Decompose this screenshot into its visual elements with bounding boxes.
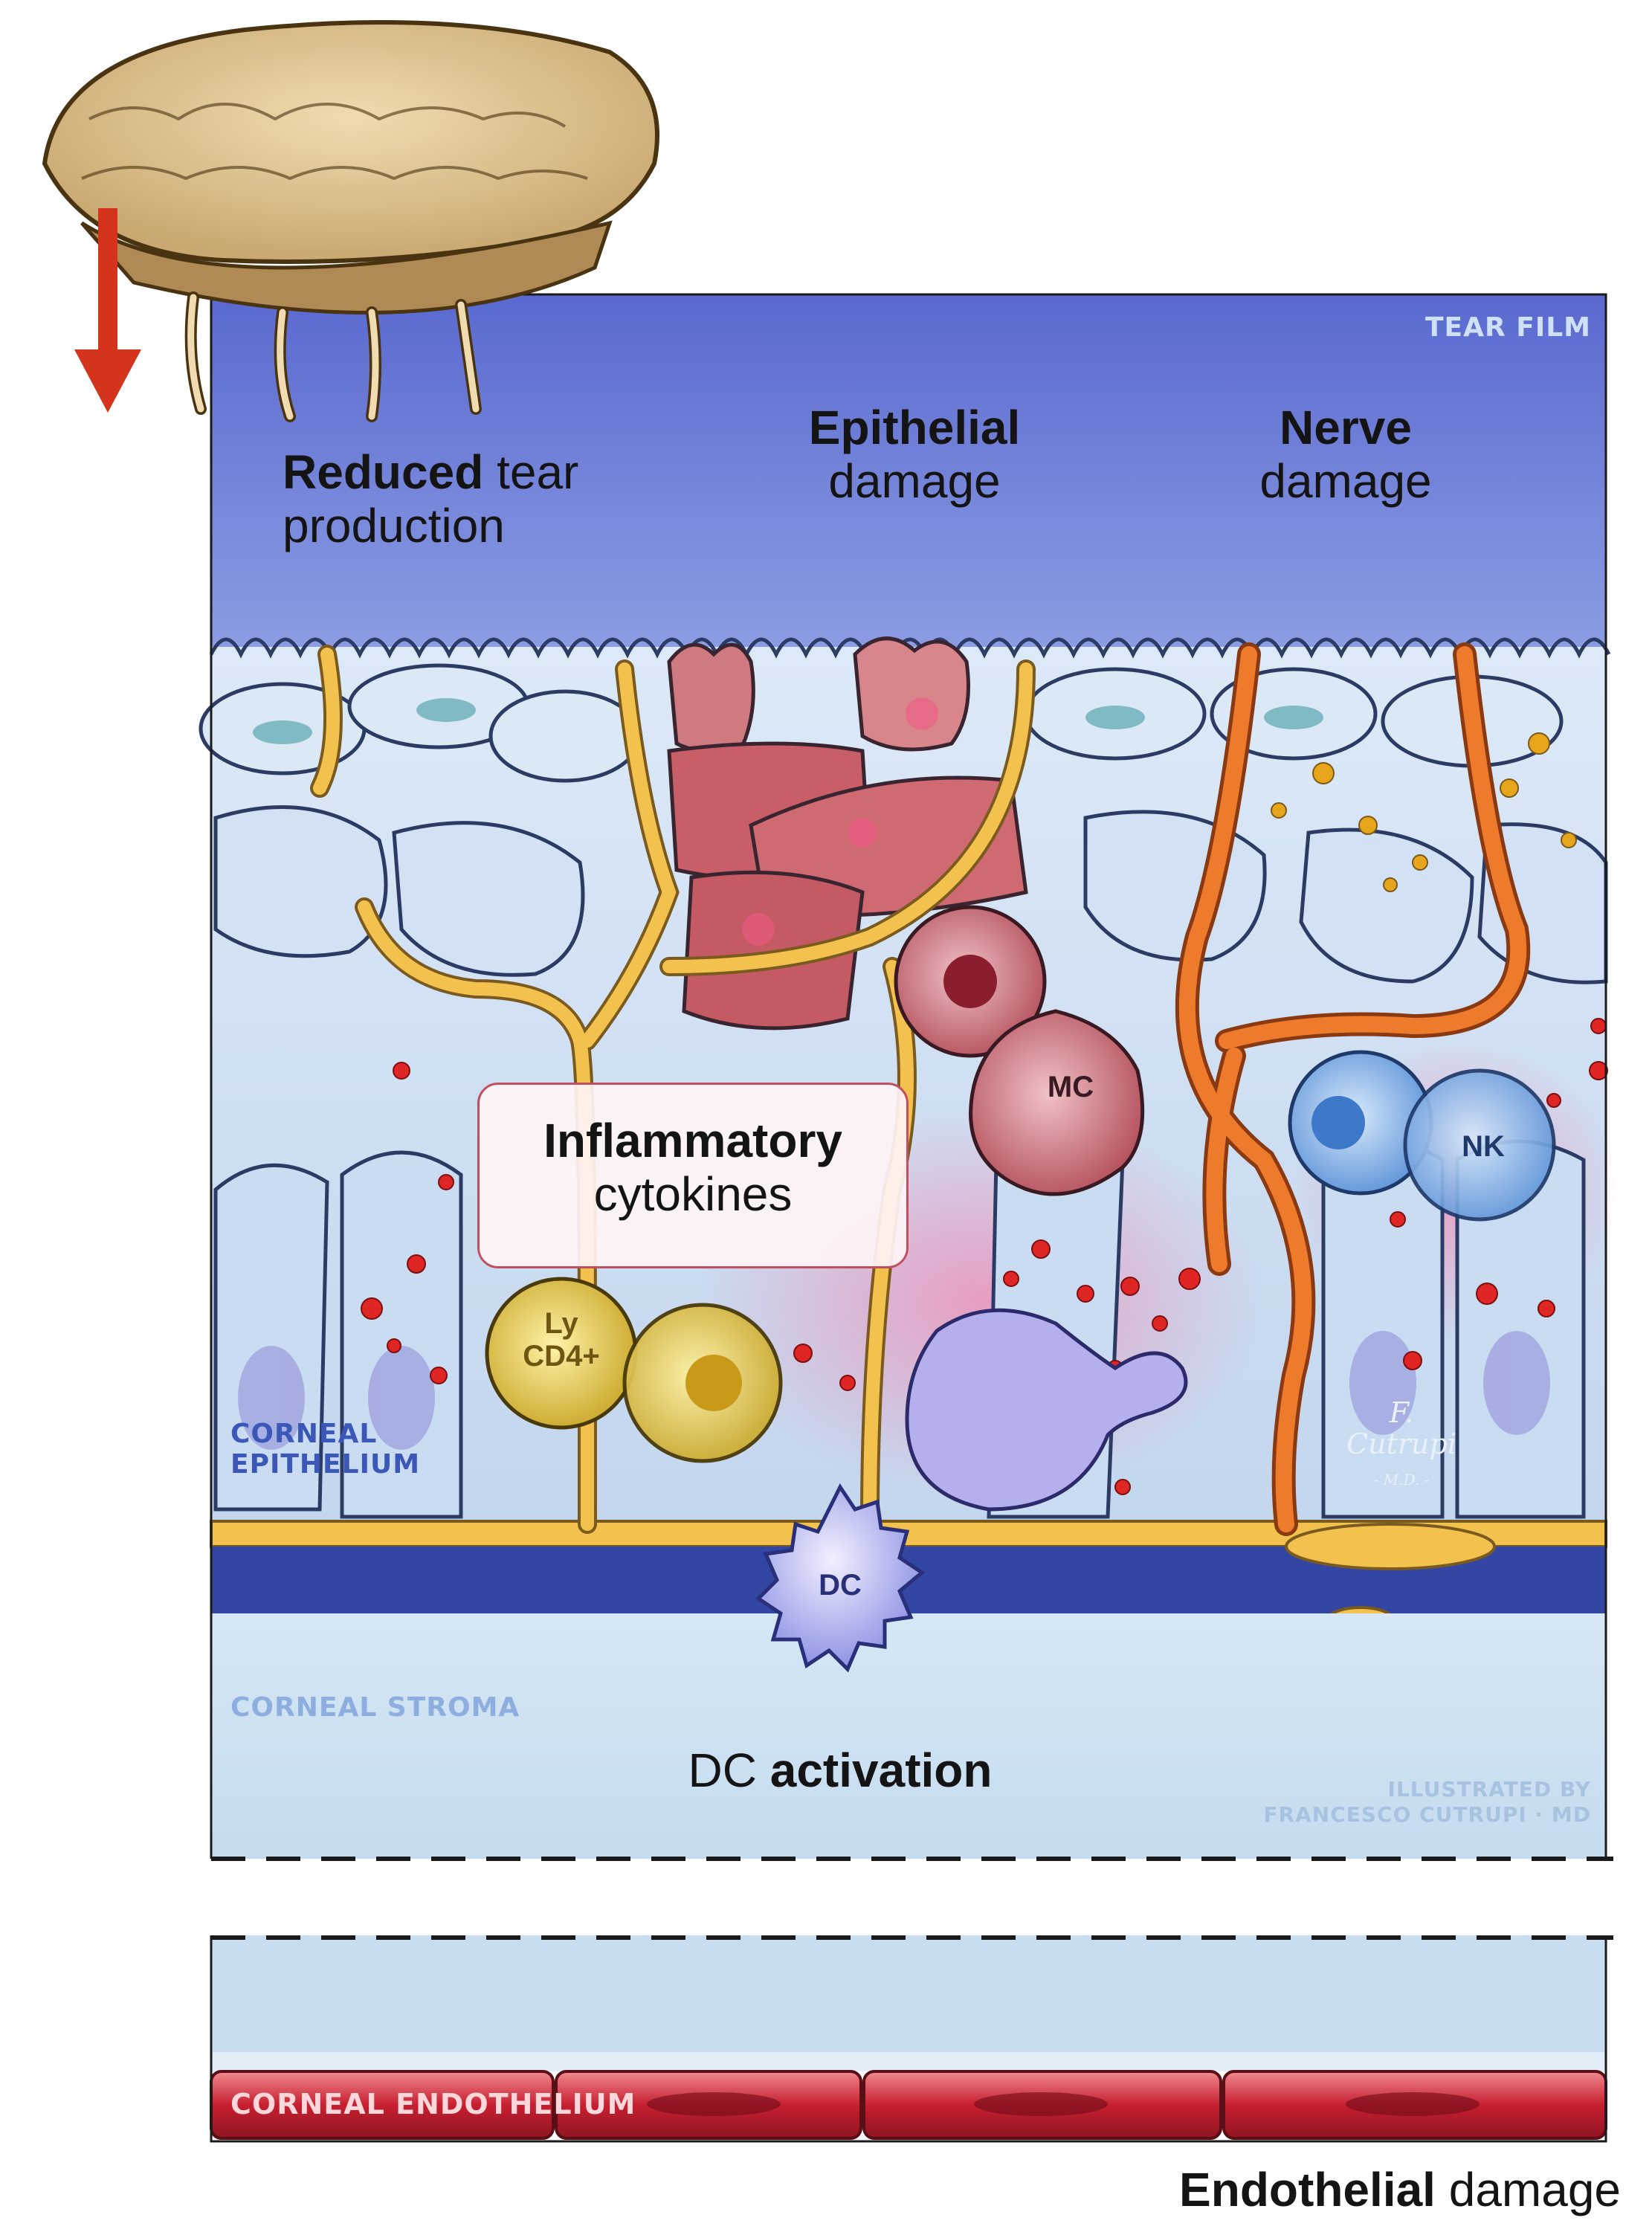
endothelial-nuclei xyxy=(647,2092,1480,2116)
dc-bold: activation xyxy=(769,1744,993,1797)
lacrimal-gland xyxy=(42,20,659,422)
orange-nerve xyxy=(1178,646,1527,1532)
endothelial-cells xyxy=(210,2070,1607,2140)
ly-label-line2: CD4+ xyxy=(523,1340,600,1373)
nk-cell-nk xyxy=(1403,1068,1556,1222)
reduced-arrow-down xyxy=(74,208,141,413)
mast-cell-top xyxy=(894,905,1047,1058)
nerve-granules xyxy=(1271,732,1577,892)
stroma-lower xyxy=(211,1933,1606,2052)
mc-label: MC xyxy=(1047,1071,1094,1103)
microvilli-edge xyxy=(209,637,1611,659)
tear-film-label: TEAR FILM xyxy=(1424,312,1591,343)
endothelial-damage-label: Endothelial damage xyxy=(1071,2163,1621,2217)
ly-cd4-cell-second xyxy=(622,1303,783,1463)
nerve-damage-label: Nerve damage xyxy=(1219,401,1472,508)
nk-label: NK xyxy=(1462,1130,1505,1163)
corneal-epithelium-line2: EPITHELIUM xyxy=(230,1449,421,1480)
dc-activation-label: DC activation xyxy=(625,1744,1056,1798)
corneal-endothelium-label: CORNEAL ENDOTHELIUM xyxy=(230,2088,636,2120)
reduced-tear-label: Reduced tear production xyxy=(283,445,699,552)
inflammatory-bold: Inflammatory xyxy=(543,1114,842,1167)
corneal-stroma-region xyxy=(211,1613,1606,1859)
corneal-epithelium-label: CORNEAL EPITHELIUM xyxy=(230,1419,420,1480)
illustrator-credit: ILLUSTRATED BY FRANCESCO CUTRUPI · MD xyxy=(1190,1777,1591,1827)
signature-md: - M.D. - xyxy=(1373,1470,1430,1489)
break-gap xyxy=(149,1861,1636,1935)
nerve-bold: Nerve xyxy=(1280,401,1412,454)
artist-signature: F. Cutrupi - M.D. - xyxy=(1331,1396,1472,1491)
corneal-stroma-label: CORNEAL STROMA xyxy=(230,1692,520,1723)
mast-cell-mc xyxy=(969,1009,1145,1196)
dc-cell-label: DC xyxy=(819,1569,862,1602)
inflammatory-rest: cytokines xyxy=(593,1167,793,1221)
endothelial-rest: damage xyxy=(1448,2163,1621,2216)
descemet-membrane xyxy=(211,2052,1606,2071)
basal-nuclei xyxy=(238,1331,1550,1450)
epithelial-rest: damage xyxy=(828,454,1001,508)
reduced-rest: tear xyxy=(497,445,579,499)
endothelial-bold: Endothelial xyxy=(1179,2163,1436,2216)
nerve-rest: damage xyxy=(1259,454,1432,508)
corneal-epithelium-line1: CORNEAL xyxy=(230,1419,378,1449)
credit-line1: ILLUSTRATED BY xyxy=(1387,1777,1591,1802)
ly-cd4-label: Ly CD4+ xyxy=(506,1307,617,1373)
dendritic-cell xyxy=(755,1483,926,1673)
migrating-immune-cell xyxy=(905,1308,1188,1512)
reduced-rest-2: production xyxy=(283,498,505,552)
superficial-nuclei xyxy=(253,698,1323,744)
dc-plain: DC xyxy=(688,1744,757,1797)
damaged-nuclei xyxy=(742,697,938,946)
panel-border-bottom xyxy=(210,1933,1607,2143)
credit-line2: FRANCESCO CUTRUPI · MD xyxy=(1263,1802,1591,1827)
inflammatory-cytokines-box: Inflammatory cytokines xyxy=(477,1083,909,1268)
signature-name: F. Cutrupi xyxy=(1346,1396,1456,1460)
epithelial-bold: Epithelial xyxy=(808,401,1021,454)
reduced-bold: Reduced xyxy=(283,445,484,499)
nerve-bulge xyxy=(1285,1523,1496,1570)
epithelial-damage-label: Epithelial damage xyxy=(751,401,1078,508)
cytokine-dots xyxy=(361,1018,1608,1495)
ly-label-line1: Ly xyxy=(544,1307,578,1340)
panel-border-top xyxy=(210,293,1607,1859)
